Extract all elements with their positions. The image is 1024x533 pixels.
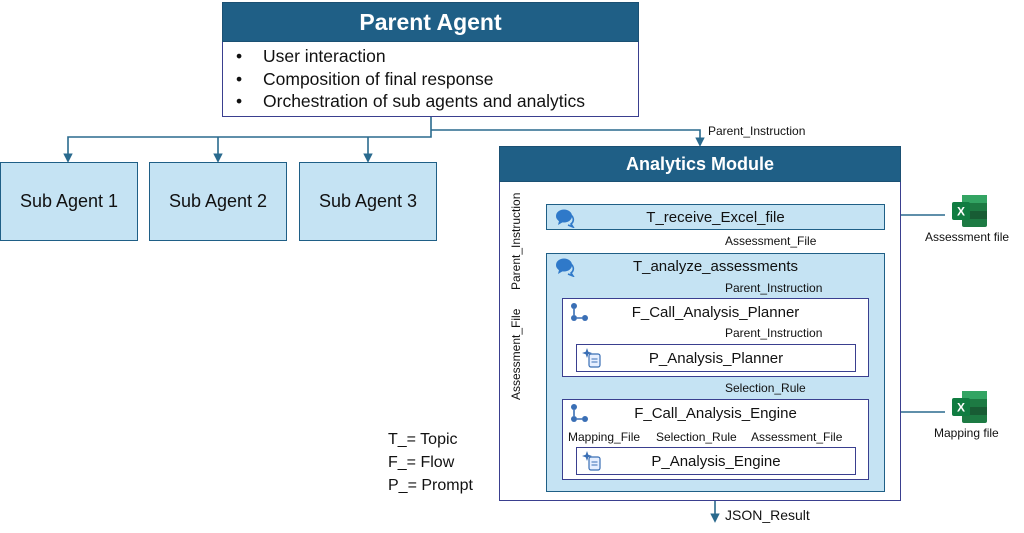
edge-label-assessment-file-vertical-text: Assessment_File — [509, 308, 523, 400]
bullet-user-interaction: User interaction — [233, 45, 638, 68]
chat-bubbles-icon — [555, 257, 577, 282]
flow-icon — [569, 302, 589, 327]
topic-analyze-label: T_analyze_assessments — [632, 258, 799, 275]
legend-flow: F_= Flow — [388, 454, 455, 471]
flow-planner-label: F_Call_Analysis_Planner — [631, 304, 800, 321]
legend-topic: T_= Topic — [388, 431, 458, 448]
excel-icon: X — [952, 390, 988, 429]
topic-receive-label: T_receive_Excel_file — [646, 209, 785, 226]
legend-prompt: P_= Prompt — [388, 477, 473, 494]
sparkle-prompt-icon — [581, 347, 603, 374]
edge-label-assessment-file: Assessment_File — [725, 234, 817, 248]
chat-bubbles-icon — [555, 208, 577, 233]
topic-receive-excel-file: T_receive_Excel_file — [546, 204, 885, 230]
edge-label-assessment-file-engine: Assessment_File — [751, 430, 843, 444]
edge-label-selection-rule-engine: Selection_Rule — [656, 430, 737, 444]
excel-icon-glyph: X — [957, 205, 965, 219]
flow-icon — [569, 403, 589, 428]
edge-label-mapping-file: Mapping_File — [568, 430, 641, 444]
flow-engine-label: F_Call_Analysis_Engine — [634, 405, 797, 422]
prompt-analysis-engine: P_Analysis_Engine — [576, 447, 856, 475]
bullet-composition: Composition of final response — [233, 68, 638, 91]
edge-label-parent-instruction-vertical-text: Parent_Instruction — [509, 192, 523, 290]
excel-icon: X — [952, 194, 988, 233]
edge-label-parent-instruction: Parent_Instruction — [708, 124, 806, 138]
prompt-engine-label: P_Analysis_Engine — [651, 453, 781, 470]
mapping-file-label: Mapping file — [934, 426, 999, 440]
parent-agent-responsibilities: User interaction Composition of final re… — [222, 42, 639, 117]
excel-icon-glyph: X — [957, 401, 965, 415]
prompt-planner-label: P_Analysis_Planner — [648, 350, 784, 367]
sub-agent-1: Sub Agent 1 — [0, 162, 138, 241]
assessment-file-label: Assessment file — [925, 230, 1010, 244]
edge-label-selection-rule: Selection_Rule — [725, 381, 806, 395]
parent-agent-title: Parent Agent — [222, 2, 639, 42]
edge-label-parent-instruction-analyze: Parent_Instruction — [725, 281, 823, 295]
bullet-orchestration: Orchestration of sub agents and analytic… — [233, 90, 638, 113]
sub-agent-3: Sub Agent 3 — [299, 162, 437, 241]
edge-label-json-result: JSON_Result — [725, 507, 810, 523]
analytics-module-title: Analytics Module — [499, 146, 901, 182]
sub-agent-2: Sub Agent 2 — [149, 162, 287, 241]
edge-label-parent-instruction-planner: Parent_Instruction — [725, 326, 823, 340]
prompt-analysis-planner: P_Analysis_Planner — [576, 344, 856, 372]
sparkle-prompt-icon — [581, 450, 603, 477]
